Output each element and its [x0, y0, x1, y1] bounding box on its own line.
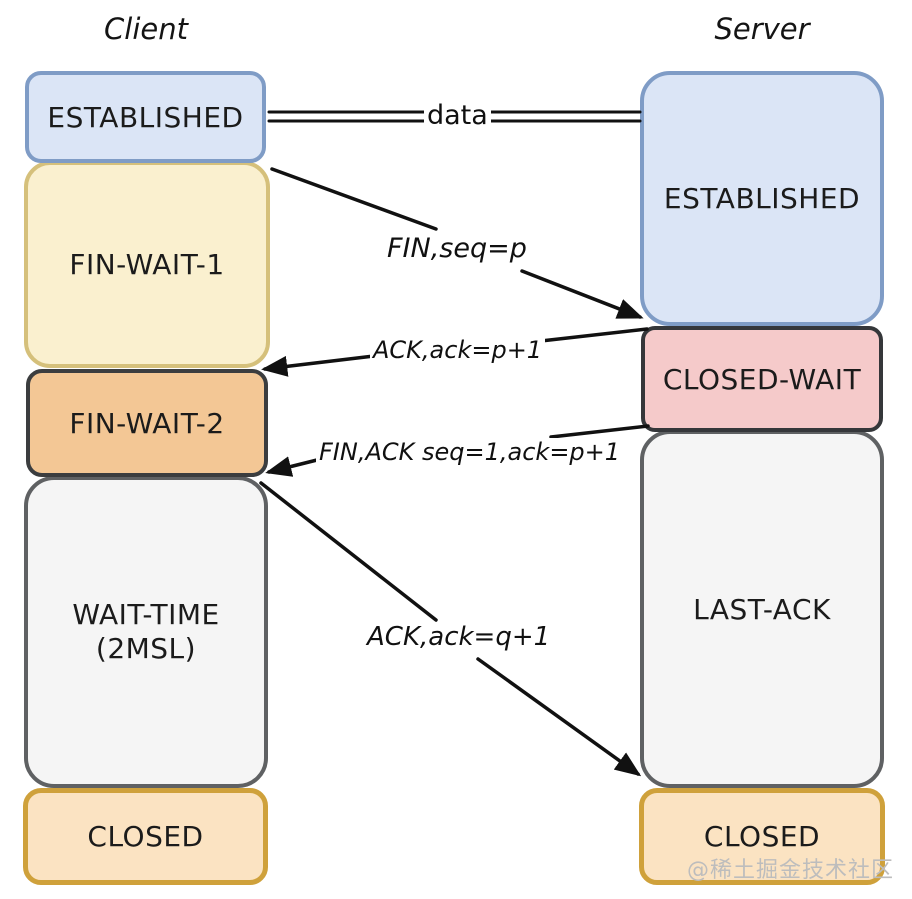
- watermark: @稀土掘金技术社区: [686, 858, 894, 883]
- server-column-title: Server: [714, 12, 810, 46]
- state-sublabel: (2MSL): [95, 632, 197, 665]
- server-state-closed-wait: CLOSED-WAIT: [641, 326, 883, 432]
- state-label: FIN-WAIT-1: [69, 248, 225, 281]
- client-column-title: Client: [104, 12, 188, 46]
- state-label: ESTABLISHED: [47, 100, 244, 134]
- client-state-fin-wait-1: FIN-WAIT-1: [24, 161, 270, 368]
- server-state-established: ESTABLISHED: [640, 71, 884, 326]
- state-label: WAIT-TIME: [72, 598, 220, 632]
- server-state-last-ack: LAST-ACK: [640, 430, 884, 788]
- last-ack-message-label: ACK,ack=q+1: [364, 622, 554, 652]
- client-state-wait-time: WAIT-TIME (2MSL): [24, 476, 268, 788]
- ack-message-label: ACK,ack=p+1: [370, 336, 546, 364]
- state-label: ESTABLISHED: [663, 182, 861, 215]
- client-state-closed: CLOSED: [23, 788, 268, 885]
- state-label: CLOSED-WAIT: [662, 362, 862, 396]
- state-label: CLOSED: [87, 820, 204, 853]
- client-state-fin-wait-2: FIN-WAIT-2: [26, 369, 268, 477]
- state-label: LAST-ACK: [693, 592, 831, 626]
- state-label: FIN-WAIT-2: [69, 406, 225, 440]
- state-label: CLOSED: [703, 820, 821, 853]
- fin-message-label: FIN,seq=p: [384, 233, 530, 264]
- fin-ack-message-label: FIN,ACK seq=1,ack=p+1: [316, 438, 624, 466]
- data-label: data: [424, 100, 491, 131]
- client-state-established: ESTABLISHED: [25, 71, 266, 163]
- server-state-closed: CLOSED: [639, 788, 885, 885]
